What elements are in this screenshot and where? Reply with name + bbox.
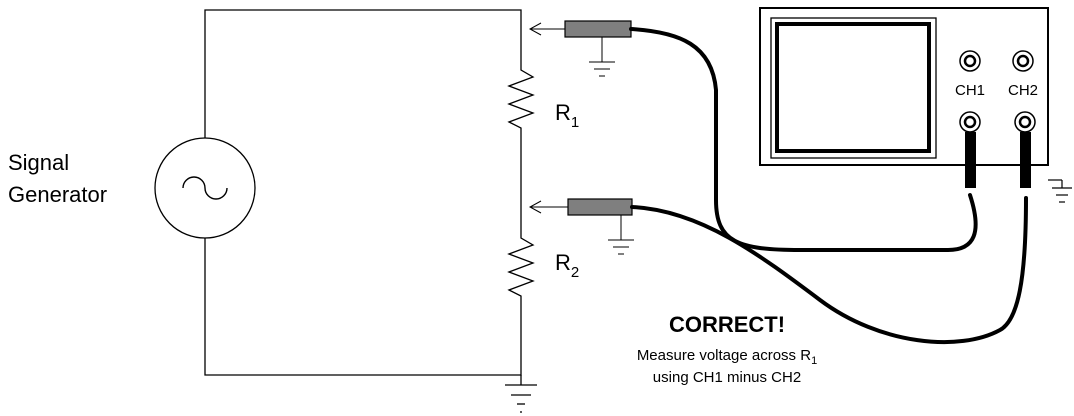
ch1-knob-icon[interactable] — [959, 50, 981, 72]
resistor-r2: R2 — [507, 230, 579, 302]
cable-ch2 — [630, 196, 1028, 344]
probe-ch2 — [528, 198, 634, 255]
note-line1: Measure voltage across R1 — [637, 347, 817, 367]
circuit-ground-icon — [505, 384, 537, 413]
ch2-knob-icon[interactable] — [1012, 50, 1034, 72]
probe-arrow-icon — [528, 200, 542, 214]
wire-bottom — [204, 238, 522, 376]
wire-top — [204, 9, 522, 138]
probe-icon — [564, 20, 632, 38]
probe-arrow-icon — [528, 22, 542, 36]
ch1-label: CH1 — [955, 82, 985, 99]
probe-ground-icon — [608, 215, 634, 255]
ch2-bnc-connector-icon[interactable] — [1014, 111, 1036, 133]
generator-label-line1: Signal — [8, 150, 69, 175]
generator-label-line2: Generator — [8, 182, 107, 207]
probe-icon — [567, 198, 633, 216]
sine-wave-icon — [182, 176, 228, 200]
resistor-icon — [507, 62, 535, 134]
resistor-r1: R1 — [507, 62, 579, 134]
probe-ch1 — [528, 20, 632, 77]
resistor-icon — [507, 230, 535, 302]
chassis-ground-icon — [1048, 179, 1072, 203]
oscilloscope: CH1 CH2 — [759, 7, 1072, 203]
note-line2: using CH1 minus CH2 — [653, 369, 801, 386]
r2-label: R2 — [555, 250, 579, 281]
probe-ground-icon — [589, 37, 615, 77]
signal-generator: Signal Generator — [8, 137, 256, 239]
note-heading: CORRECT! — [669, 312, 785, 337]
ch1-bnc-connector-icon[interactable] — [959, 111, 981, 133]
correct-note: CORRECT! Measure voltage across R1 using… — [637, 312, 817, 386]
ch2-label: CH2 — [1008, 82, 1038, 99]
ch2-plug — [1020, 132, 1031, 188]
oscilloscope-screen — [775, 22, 931, 153]
circuit-wiring — [204, 9, 522, 385]
ch1-plug — [965, 132, 976, 188]
r1-label: R1 — [555, 100, 579, 131]
probe-cables — [629, 27, 1028, 344]
